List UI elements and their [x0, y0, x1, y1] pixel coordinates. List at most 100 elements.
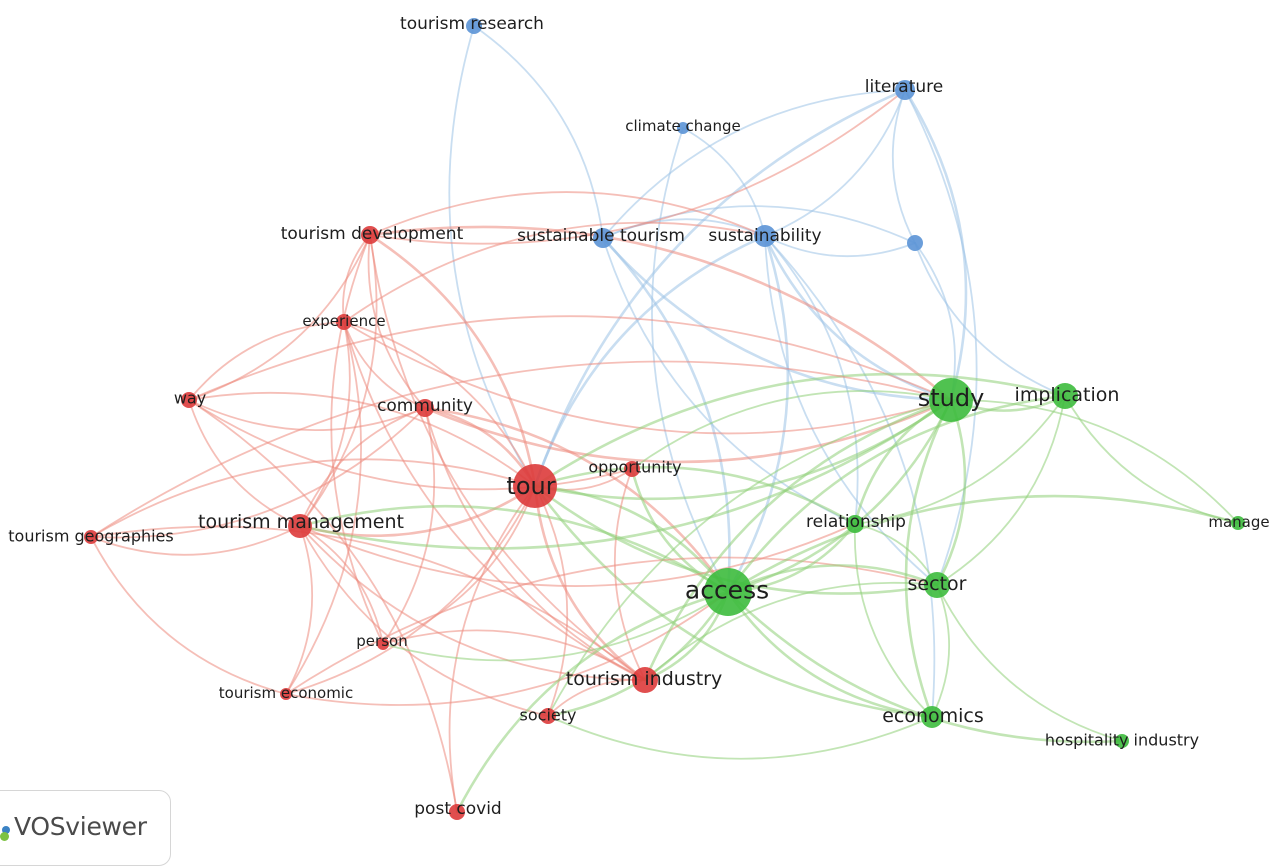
- node-economics[interactable]: [921, 706, 943, 728]
- node-experience[interactable]: [336, 314, 352, 330]
- node-unlabeled-blue[interactable]: [907, 235, 923, 251]
- node-sustainability[interactable]: [754, 225, 776, 247]
- edge-tour-implication: [533, 372, 1067, 488]
- node-literature[interactable]: [895, 80, 915, 100]
- node-sustainable-tourism[interactable]: [593, 228, 613, 248]
- edge-implication-relationship: [854, 395, 1066, 525]
- node-label-society[interactable]: society: [520, 706, 577, 725]
- edge-sustainability-study: [763, 234, 953, 402]
- edge-tourism_development-person: [330, 234, 384, 645]
- node-label-implication[interactable]: implication: [1015, 384, 1120, 406]
- edge-tour-society: [534, 485, 569, 717]
- node-tourism-economic[interactable]: [280, 688, 292, 700]
- node-tourism-management[interactable]: [288, 514, 312, 538]
- node-sector[interactable]: [924, 572, 950, 598]
- edge-sustainability-access: [726, 234, 790, 594]
- node-tour[interactable]: [513, 464, 557, 508]
- node-label-tourism-economic[interactable]: tourism economic: [219, 684, 353, 702]
- edge-sustainability-economics: [764, 235, 936, 718]
- edge-society-economics: [547, 715, 933, 760]
- node-label-tour[interactable]: tour: [506, 472, 555, 500]
- edge-study-sector: [935, 398, 967, 587]
- node-label-access[interactable]: access: [685, 576, 769, 605]
- node-label-person[interactable]: person: [356, 632, 407, 650]
- node-relationship[interactable]: [846, 515, 864, 533]
- node-label-post-covid[interactable]: post covid: [414, 799, 501, 819]
- node-label-tourism-management[interactable]: tourism management: [198, 511, 404, 533]
- node-label-economics[interactable]: economics: [882, 705, 984, 727]
- edge-tourism_development-sustainability: [369, 191, 766, 237]
- edge-literature-unlabeled_blue: [891, 89, 916, 244]
- edge-tourism_management-relationship: [299, 523, 856, 587]
- node-climate-change[interactable]: [677, 122, 689, 134]
- node-person[interactable]: [377, 638, 389, 650]
- node-study[interactable]: [929, 378, 973, 422]
- edge-access-sector: [726, 564, 939, 594]
- edge-unlabeled_blue-implication: [914, 242, 1066, 397]
- edge-implication-sector: [936, 395, 1066, 586]
- edge-opportunity-tourism_industry: [614, 468, 646, 681]
- edge-tourism_development-literature: [369, 89, 906, 245]
- edge-tourism_development-tourism_industry: [369, 234, 646, 681]
- node-label-manage[interactable]: manage: [1208, 513, 1269, 531]
- node-implication[interactable]: [1052, 383, 1078, 409]
- node-label-tourism-geographies[interactable]: tourism geographies: [8, 527, 173, 546]
- edge-tourism_geographies-study: [90, 360, 952, 538]
- edge-implication-access: [726, 394, 1067, 594]
- node-label-community[interactable]: community: [377, 396, 473, 416]
- vosviewer-logo-text: VOSviewer: [14, 812, 147, 841]
- edge-tourism_management-study: [298, 398, 953, 550]
- edge-experience-tourism_industry: [343, 321, 646, 681]
- node-tourism-development[interactable]: [361, 226, 379, 244]
- node-label-hospitality-industry[interactable]: hospitality industry: [1045, 731, 1199, 750]
- node-label-sector[interactable]: sector: [908, 573, 967, 595]
- node-label-opportunity[interactable]: opportunity: [588, 458, 681, 477]
- node-society[interactable]: [540, 708, 556, 724]
- edge-tour-tourism_geographies: [90, 458, 536, 538]
- node-label-relationship[interactable]: relationship: [806, 512, 906, 532]
- node-layer: [84, 18, 1245, 820]
- label-layer: tourism research literature climate change…: [8, 14, 1269, 819]
- edge-study-access: [726, 398, 953, 594]
- edge-post_covid-access: [455, 590, 730, 814]
- edge-sustainable_tourism-access: [601, 236, 731, 594]
- node-label-sustainability[interactable]: sustainability: [708, 226, 821, 246]
- edge-experience-sustainability: [343, 221, 766, 323]
- edge-sustainability-tour: [533, 234, 767, 488]
- edge-access-manage: [726, 494, 1240, 594]
- node-tourism-industry[interactable]: [632, 667, 658, 693]
- node-label-sustainable-tourism[interactable]: sustainable tourism: [517, 226, 685, 246]
- node-access[interactable]: [704, 568, 752, 616]
- edge-literature-sustainability: [764, 89, 906, 237]
- node-label-literature[interactable]: literature: [865, 77, 944, 97]
- node-post-covid[interactable]: [449, 804, 465, 820]
- edge-tourism_industry-study: [643, 398, 953, 682]
- edge-community-tourism_management: [299, 407, 426, 527]
- edge-community-access: [423, 406, 730, 594]
- edge-tourism_development-study: [368, 225, 953, 402]
- edge-tour-tourism_economic: [285, 485, 536, 695]
- edge-tourism_management-tourism_geographies: [90, 525, 301, 556]
- edge-literature-tour: [533, 88, 907, 488]
- node-way[interactable]: [181, 392, 197, 408]
- node-tourism-geographies[interactable]: [84, 530, 98, 544]
- edge-experience-tourism_management: [299, 321, 351, 527]
- node-manage[interactable]: [1231, 516, 1245, 530]
- node-community[interactable]: [416, 399, 434, 417]
- edge-climate_change-sustainability: [682, 127, 766, 237]
- node-label-way[interactable]: way: [174, 389, 206, 408]
- node-label-experience[interactable]: experience: [302, 312, 385, 330]
- edge-opportunity-study: [631, 390, 952, 470]
- node-tourism-research[interactable]: [466, 18, 482, 34]
- edge-study-manage: [950, 399, 1239, 524]
- edge-tourism_geographies-tourism_economic: [90, 536, 287, 695]
- node-label-climate-change[interactable]: climate change: [625, 117, 740, 135]
- node-hospitality-industry[interactable]: [1115, 734, 1129, 748]
- node-label-tourism-industry[interactable]: tourism industry: [566, 668, 722, 690]
- node-label-tourism-development[interactable]: tourism development: [281, 224, 464, 244]
- edge-sustainability-relationship: [764, 235, 859, 525]
- node-label-tourism-research[interactable]: tourism research: [400, 14, 544, 34]
- node-opportunity[interactable]: [624, 461, 640, 477]
- node-label-study[interactable]: study: [918, 384, 985, 412]
